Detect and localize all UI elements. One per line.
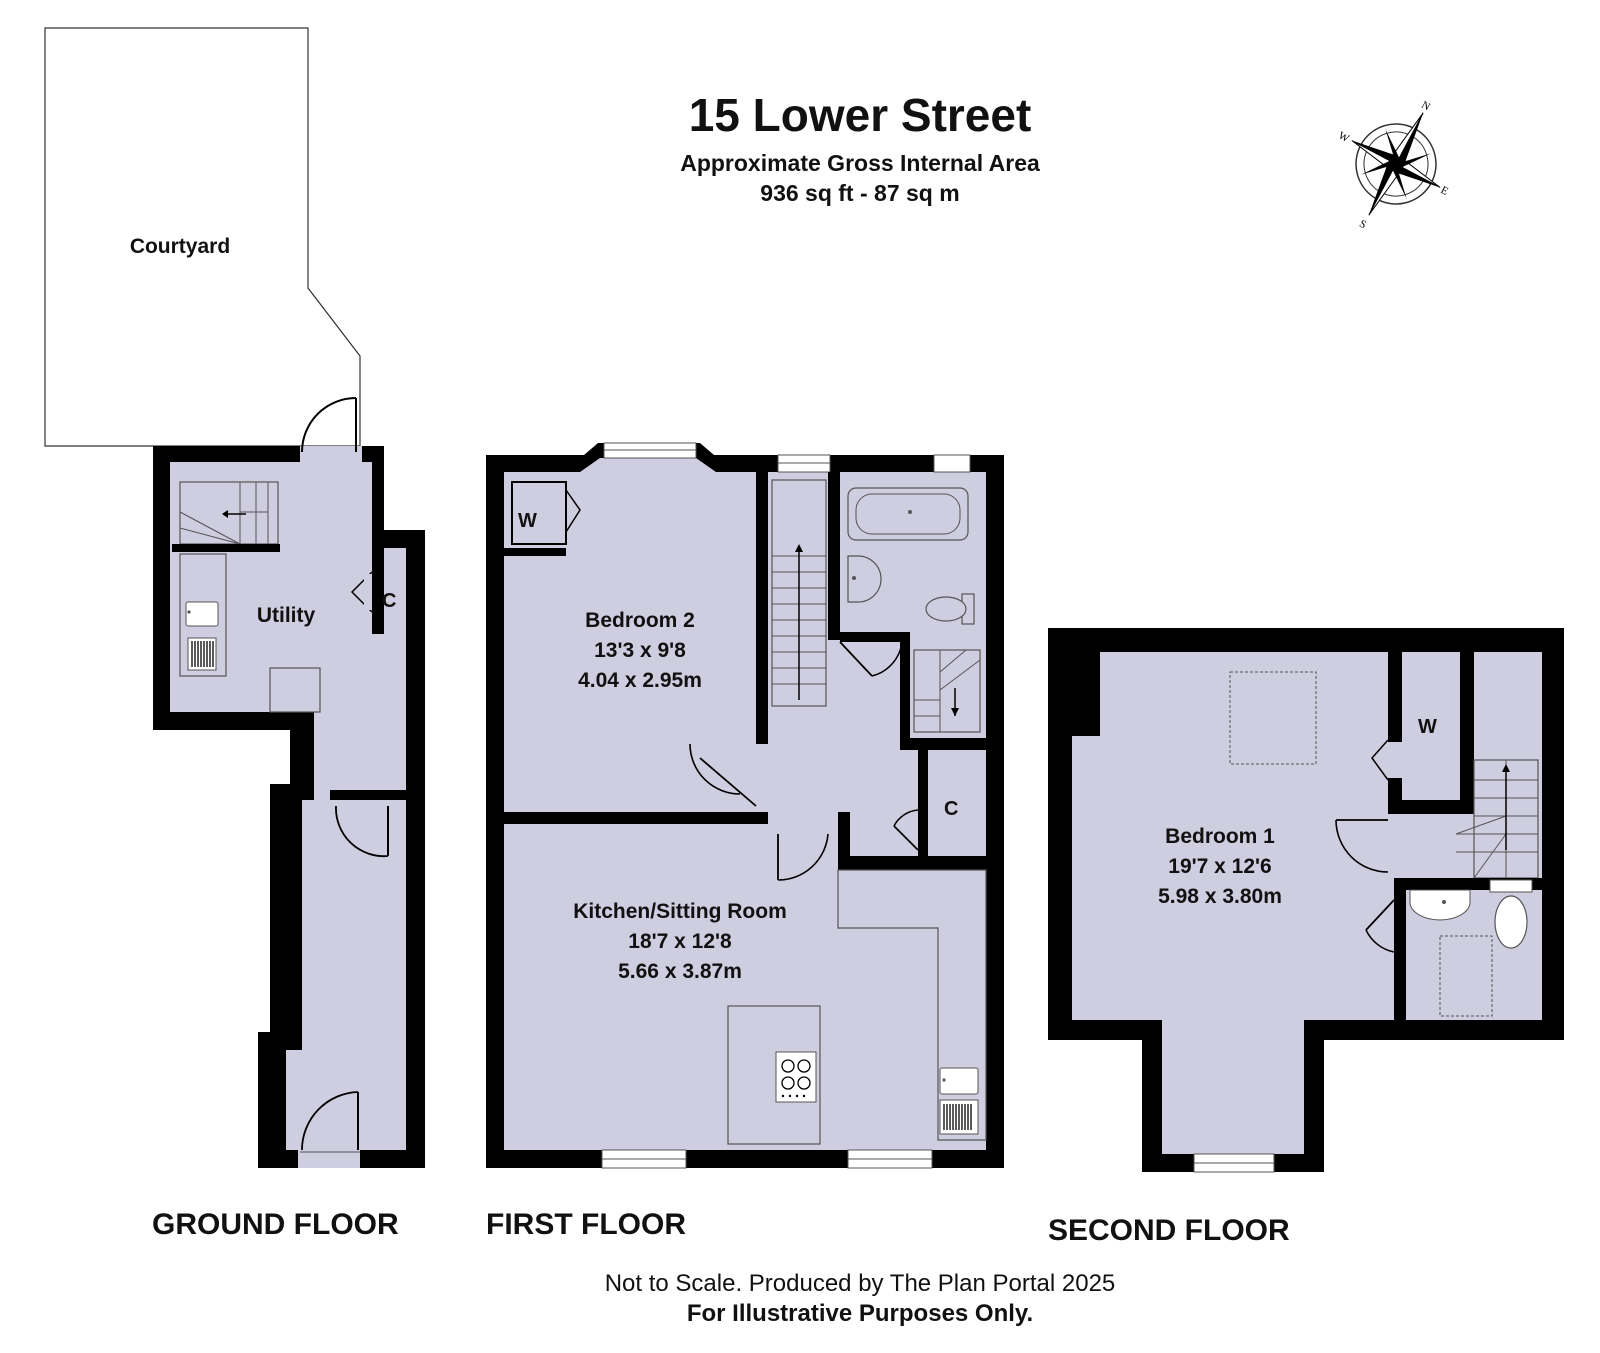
second-floor-plan — [1048, 628, 1564, 1173]
bedroom1-name: Bedroom 1 — [1165, 825, 1275, 848]
first-floor-label: FIRST FLOOR — [486, 1208, 686, 1241]
kitchen-metric: 5.66 x 3.87m — [618, 960, 742, 983]
ground-floor-interior — [170, 458, 406, 1150]
bedroom2-label: Bedroom 2 13'3 x 9'8 4.04 x 2.95m — [540, 606, 740, 696]
second-floor-label: SECOND FLOOR — [1048, 1214, 1290, 1247]
compass-s: S — [1357, 218, 1368, 231]
bedroom1-wardrobe-label: W — [1418, 716, 1437, 738]
area-value: 936 sq ft - 87 sq m — [760, 180, 960, 206]
kitchen-name: Kitchen/Sitting Room — [573, 900, 787, 923]
kitchen-imperial: 18'7 x 12'8 — [628, 930, 732, 953]
bedroom2-imperial: 13'3 x 9'8 — [594, 639, 686, 662]
ground-floor-label: GROUND FLOOR — [152, 1208, 399, 1241]
page-title: 15 Lower Street — [688, 89, 1032, 141]
first-floor-cupboard-label: C — [944, 798, 959, 820]
utility-cupboard-label: C — [382, 590, 397, 612]
courtyard-outline — [44, 27, 361, 447]
ground-floor-plan — [153, 397, 425, 1168]
bedroom1-imperial: 19'7 x 12'6 — [1168, 855, 1272, 878]
bedroom1-label: Bedroom 1 19'7 x 12'6 5.98 x 3.80m — [1120, 822, 1320, 912]
kitchen-label: Kitchen/Sitting Room 18'7 x 12'8 5.66 x … — [530, 897, 830, 987]
first-floor-interior — [504, 458, 986, 1150]
second-floor-interior — [1072, 652, 1542, 1154]
courtyard-label: Courtyard — [129, 235, 231, 258]
bedroom2-name: Bedroom 2 — [585, 609, 695, 632]
compass-e: E — [1439, 184, 1451, 198]
bedroom1-metric: 5.98 x 3.80m — [1158, 885, 1282, 908]
bedroom2-metric: 4.04 x 2.95m — [578, 669, 702, 692]
footer-note: Not to Scale. Produced by The Plan Porta… — [604, 1270, 1116, 1297]
bedroom2-wardrobe-label: W — [518, 510, 537, 532]
utility-label: Utility — [256, 604, 316, 627]
compass-rose-icon: N E S W — [1336, 99, 1451, 231]
area-subtitle: Approximate Gross Internal Area — [680, 150, 1040, 176]
footer-disclaimer: For Illustrative Purposes Only. — [686, 1300, 1034, 1327]
first-floor-plan — [486, 442, 1004, 1169]
